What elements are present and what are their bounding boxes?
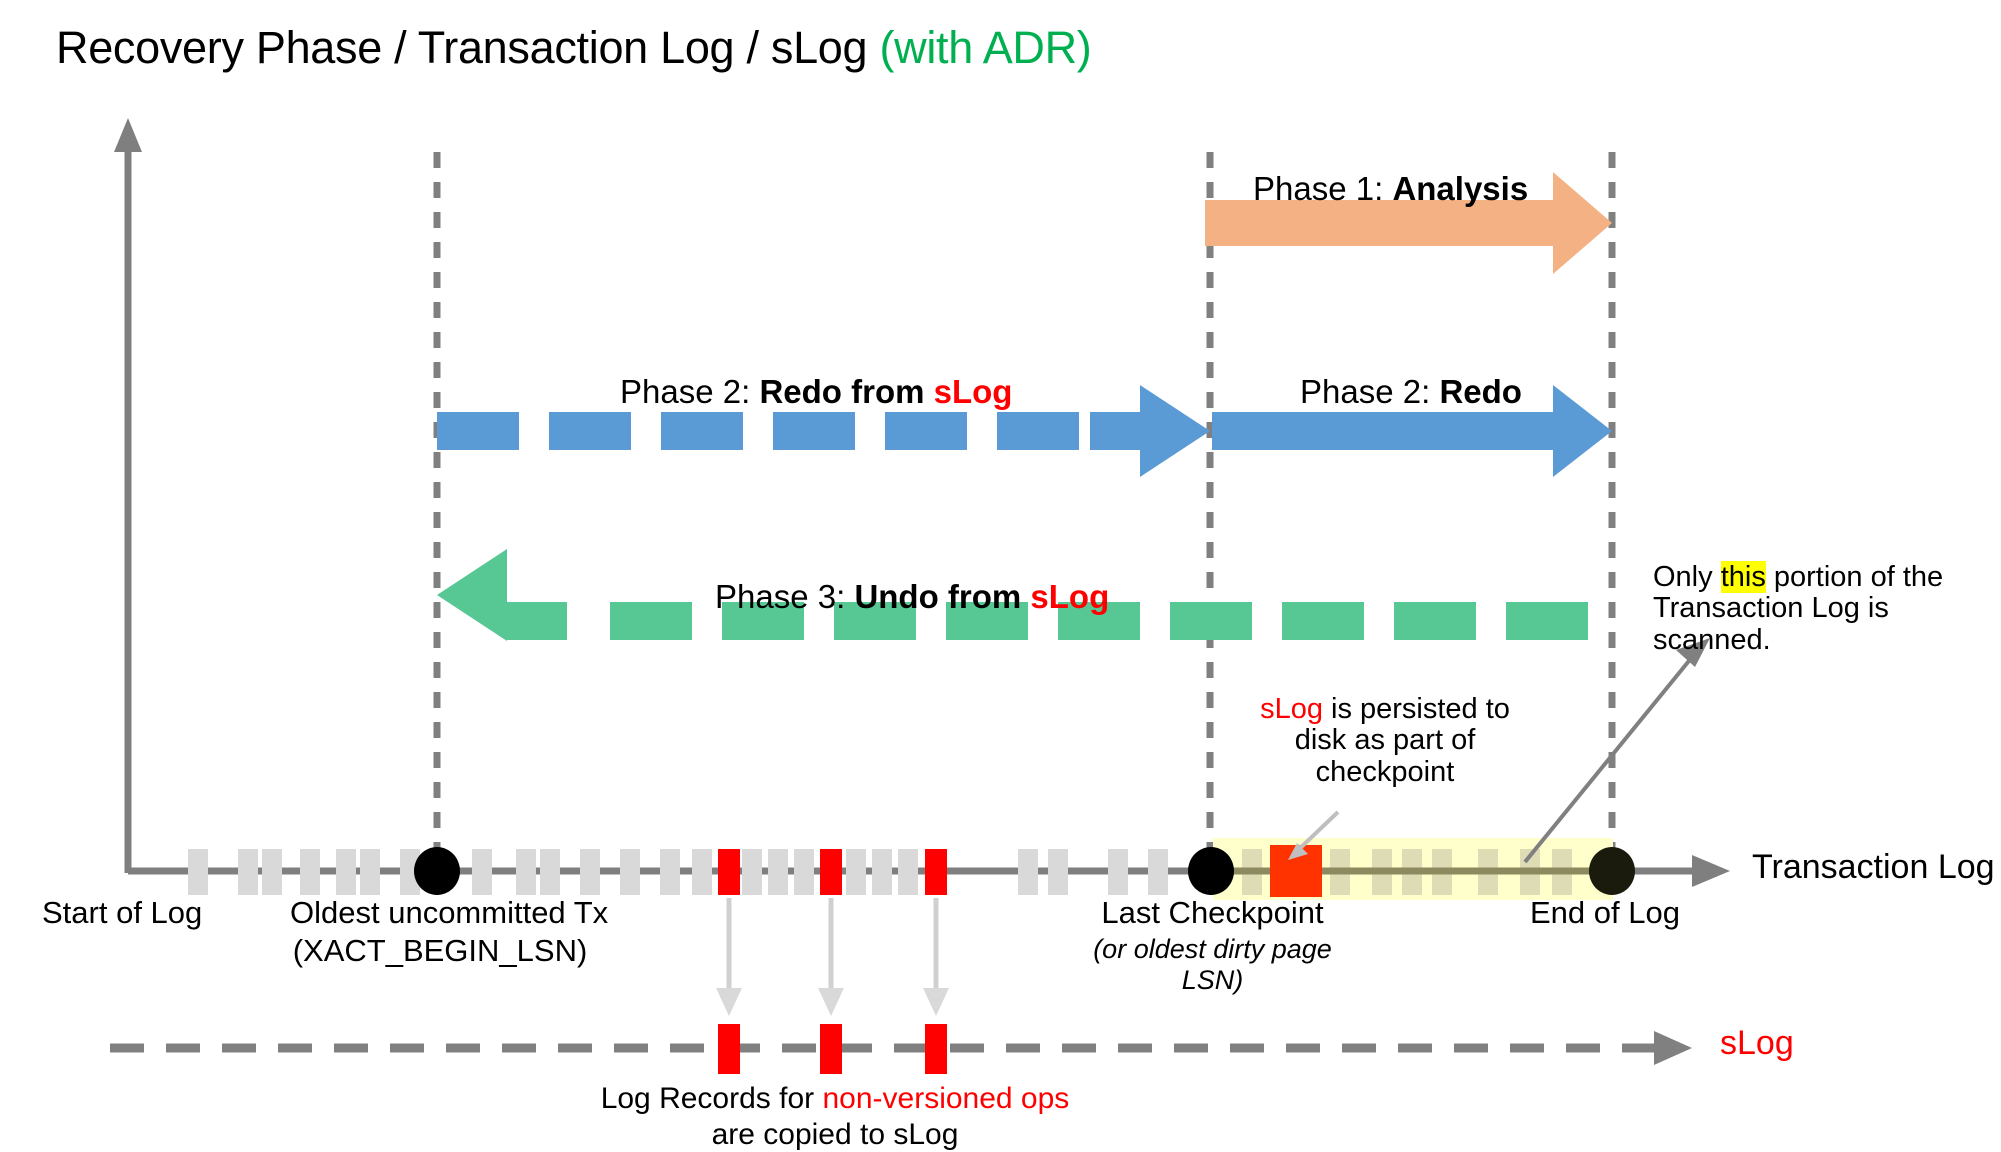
checkpoint-note: sLog is persisted to disk as part of che…	[1250, 693, 1520, 788]
phase2-redo-from-slog-arrow	[437, 385, 1210, 477]
label-last-checkpoint-sub2: LSN)	[1181, 965, 1244, 995]
phase3-undo-from-slog-arrow	[437, 549, 1588, 641]
checkpoint-note-slog: sLog	[1260, 693, 1323, 725]
phase3-prefix: Phase 3:	[715, 578, 855, 615]
non-versioned-log-records	[718, 849, 947, 895]
marker-dot-last-checkpoint	[1188, 847, 1234, 895]
slog-caption-line1: Log Records for non-versioned ops	[520, 1082, 1150, 1116]
slog-axis-label: sLog	[1720, 1024, 1794, 1062]
phase3-undo-from-slog-label: Phase 3: Undo from sLog	[715, 578, 1109, 616]
checkpoint-note-line3: checkpoint	[1315, 755, 1455, 788]
y-axis	[114, 118, 142, 873]
slog-caption-line2: are copied to sLog	[711, 1118, 959, 1151]
scan-note-post: portion of the	[1765, 561, 1944, 593]
phase1-label: Phase 1: Analysis	[1253, 170, 1528, 208]
title-adr-suffix: (with ADR)	[879, 22, 1092, 73]
scan-note: Only this portion of the Transaction Log…	[1653, 561, 1998, 656]
scan-note-highlight: this	[1720, 561, 1766, 593]
transaction-log-axis-label: Transaction Log	[1752, 848, 1995, 886]
label-start-of-log: Start of Log	[42, 895, 203, 930]
phase1-analysis-arrow	[1205, 172, 1612, 274]
phase3-suffix: sLog	[1030, 578, 1110, 615]
checkpoint-note-line1: is persisted to	[1322, 693, 1510, 725]
label-last-checkpoint-main: Last Checkpoint	[1101, 895, 1324, 930]
phase2-redo-from-slog-label: Phase 2: Redo from sLog	[620, 373, 1012, 411]
phase2-slog-bold: Redo from	[759, 373, 934, 410]
phase2-slog-prefix: Phase 2:	[620, 373, 760, 410]
scan-note-leader	[1523, 638, 1710, 864]
phase2-bold: Redo	[1439, 373, 1522, 410]
label-last-checkpoint-sub1: (or oldest dirty page	[1093, 934, 1332, 964]
slog-records	[718, 1024, 947, 1074]
title-main: Recovery Phase / Transaction Log / sLog	[56, 22, 880, 73]
phase2-redo-label: Phase 2: Redo	[1300, 373, 1522, 411]
label-end-of-log: End of Log	[1530, 895, 1680, 930]
phase2-prefix: Phase 2:	[1300, 373, 1440, 410]
phase2-slog-suffix: sLog	[933, 373, 1013, 410]
label-last-checkpoint: Last Checkpoint (or oldest dirty page LS…	[1065, 895, 1360, 996]
checkpoint-note-leader	[1288, 810, 1340, 860]
label-oldest-uncommitted-tx: Oldest uncommitted Tx (XACT_BEGIN_LSN)	[290, 895, 609, 969]
record-copy-leader-lines	[716, 898, 949, 1016]
phase1-prefix: Phase 1:	[1253, 170, 1393, 207]
phase1-bold: Analysis	[1392, 170, 1529, 207]
phase2-redo-arrow	[1212, 385, 1612, 477]
marker-dot-end-of-log	[1589, 847, 1635, 895]
label-xact-begin-lsn: (XACT_BEGIN_LSN)	[292, 933, 588, 968]
slog-caption-pre: Log Records for	[600, 1082, 823, 1115]
phase3-bold: Undo from	[854, 578, 1031, 615]
label-oldest-uncommitted-tx-main: Oldest uncommitted Tx	[290, 895, 609, 930]
scan-note-pre: Only	[1653, 561, 1721, 593]
scan-note-line2: Transaction Log is scanned.	[1653, 592, 1889, 656]
marker-dot-xact-begin	[414, 847, 460, 895]
slog-axis	[110, 1031, 1692, 1065]
page-title: Recovery Phase / Transaction Log / sLog …	[56, 22, 1092, 74]
log-record-ticks	[188, 849, 1168, 895]
checkpoint-note-line2: disk as part of	[1294, 724, 1476, 757]
slog-caption-red: non-versioned ops	[822, 1082, 1070, 1115]
slog-caption: Log Records for non-versioned ops are co…	[520, 1082, 1150, 1152]
